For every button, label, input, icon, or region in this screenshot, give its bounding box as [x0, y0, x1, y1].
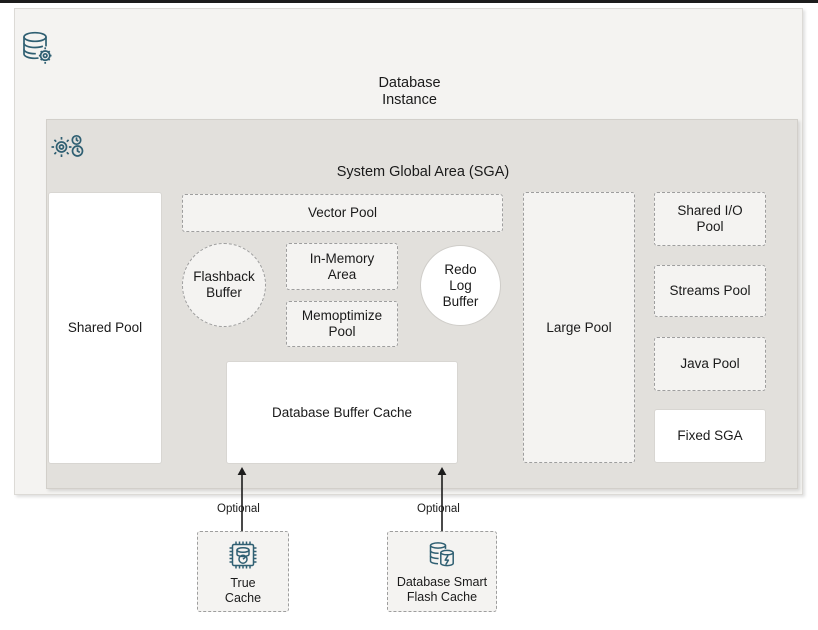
- flash-cache-line1: Database Smart: [396, 575, 488, 589]
- large-pool-label: Large Pool: [546, 319, 612, 335]
- memoptimize-pool-label: Memoptimize Pool: [302, 308, 382, 340]
- inmemory-line1: In-Memory: [309, 250, 375, 266]
- block-shared-io-pool[interactable]: Shared I/O Pool: [654, 192, 766, 246]
- instance-label-line1: Database: [378, 75, 441, 91]
- database-instance-label: Database Instance: [15, 75, 804, 109]
- java-pool-label: Java Pool: [680, 356, 740, 371]
- block-memoptimize-pool[interactable]: Memoptimize Pool: [286, 301, 398, 347]
- flashback-buffer-label: Flashback Buffer: [193, 269, 255, 301]
- block-in-memory-area[interactable]: In-Memory Area: [286, 243, 398, 290]
- true-cache-label: True Cache: [225, 576, 261, 606]
- sharedio-line1: Shared I/O: [677, 203, 743, 218]
- top-edge-rule: [0, 0, 818, 3]
- streams-pool-label: Streams Pool: [669, 283, 751, 298]
- redolog-line2: Log: [449, 277, 472, 293]
- optional-label-true-cache: Optional: [217, 503, 260, 515]
- block-flashback-buffer[interactable]: Flashback Buffer: [182, 243, 266, 327]
- redo-log-buffer-label: Redo Log Buffer: [443, 262, 479, 310]
- sharedio-line2: Pool: [696, 219, 724, 234]
- shared-pool-label: Shared Pool: [67, 320, 143, 335]
- block-fixed-sga[interactable]: Fixed SGA: [654, 409, 766, 463]
- block-database-buffer-cache[interactable]: Database Buffer Cache: [226, 361, 458, 464]
- true-cache-line2: Cache: [224, 591, 262, 605]
- true-cache-line1: True: [230, 576, 256, 590]
- inmemory-line2: Area: [327, 266, 357, 282]
- sga-header: System Global Area (SGA): [47, 132, 799, 180]
- block-redo-log-buffer[interactable]: Redo Log Buffer: [420, 245, 501, 326]
- instance-label-line2: Instance: [382, 92, 437, 108]
- flash-cache-line2: Flash Cache: [406, 590, 478, 604]
- database-buffer-cache-label: Database Buffer Cache: [271, 404, 413, 420]
- flash-cache-label: Database Smart Flash Cache: [397, 575, 487, 605]
- block-streams-pool[interactable]: Streams Pool: [654, 265, 766, 317]
- database-instance-header: Database Instance: [15, 27, 804, 109]
- block-shared-pool[interactable]: Shared Pool: [48, 192, 162, 464]
- fixed-sga-label: Fixed SGA: [677, 428, 743, 443]
- redolog-line3: Buffer: [442, 293, 479, 309]
- block-vector-pool[interactable]: Vector Pool: [182, 194, 503, 232]
- sga-title: System Global Area (SGA): [336, 164, 510, 180]
- block-true-cache[interactable]: True Cache: [197, 531, 289, 612]
- memoptimize-line1: Memoptimize: [301, 308, 383, 323]
- flashback-line2: Buffer: [206, 285, 242, 300]
- gear-clock-icon: [47, 132, 799, 162]
- connector-true-cache: [237, 464, 247, 531]
- database-gear-icon: [15, 27, 804, 71]
- database-flash-icon: [425, 538, 459, 572]
- block-database-smart-flash-cache[interactable]: Database Smart Flash Cache: [387, 531, 497, 612]
- connector-flash-cache: [437, 464, 447, 531]
- block-java-pool[interactable]: Java Pool: [654, 337, 766, 391]
- shared-io-pool-label: Shared I/O Pool: [677, 203, 742, 235]
- optional-label-flash-cache: Optional: [417, 503, 460, 515]
- memoptimize-line2: Pool: [328, 324, 356, 339]
- cpu-database-gauge-icon: [225, 537, 261, 573]
- block-large-pool[interactable]: Large Pool: [523, 192, 635, 463]
- in-memory-area-label: In-Memory Area: [310, 251, 375, 283]
- flashback-line1: Flashback: [193, 269, 255, 284]
- vector-pool-label: Vector Pool: [307, 205, 378, 220]
- redolog-line1: Redo: [444, 261, 477, 277]
